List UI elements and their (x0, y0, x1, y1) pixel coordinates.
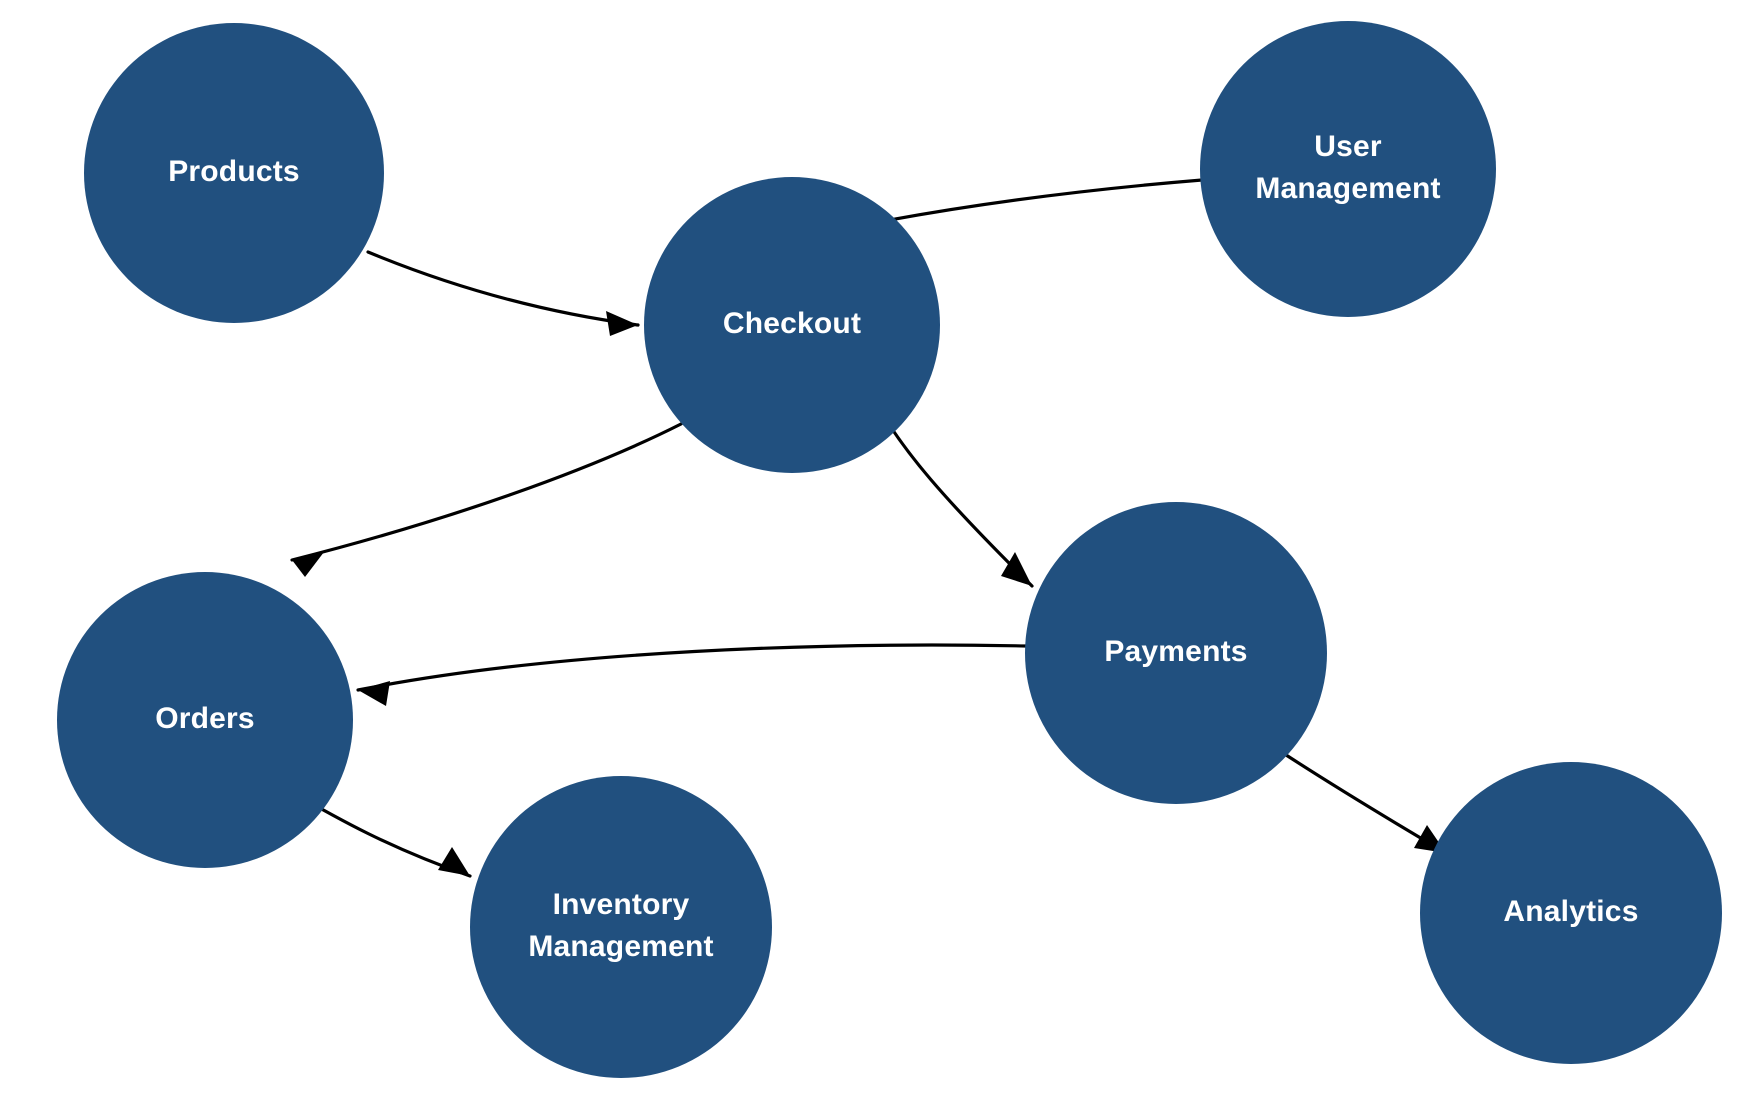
edge-payments-to-orders (356, 643, 1028, 706)
arrow-head-icon (438, 847, 470, 876)
arrow-head-icon (292, 552, 324, 577)
node-shape[interactable] (1025, 502, 1327, 804)
node-shape[interactable] (644, 177, 940, 473)
edge-line (356, 643, 1028, 692)
edge-line (878, 408, 1034, 588)
edge-payments-to-analytics (1281, 751, 1448, 855)
arrow-head-icon (606, 311, 638, 336)
node-checkout[interactable]: Checkout (644, 177, 940, 473)
node-shape[interactable] (1200, 21, 1496, 317)
node-payments[interactable]: Payments (1025, 502, 1327, 804)
node-shape[interactable] (470, 776, 772, 1078)
edge-products-to-checkout (366, 250, 640, 336)
edge-checkout-to-payments (878, 408, 1034, 588)
edge-checkout-to-orders (290, 422, 683, 577)
node-shape[interactable] (84, 23, 384, 323)
edge-line (366, 250, 640, 327)
node-shape[interactable] (57, 572, 353, 868)
edge-line (290, 422, 683, 562)
arrow-head-icon (358, 681, 390, 706)
node-products[interactable]: Products (84, 23, 384, 323)
node-orders[interactable]: Orders (57, 572, 353, 868)
node-analytics[interactable]: Analytics (1420, 762, 1722, 1064)
arrow-head-icon (1001, 552, 1032, 586)
node-shape[interactable] (1420, 762, 1722, 1064)
